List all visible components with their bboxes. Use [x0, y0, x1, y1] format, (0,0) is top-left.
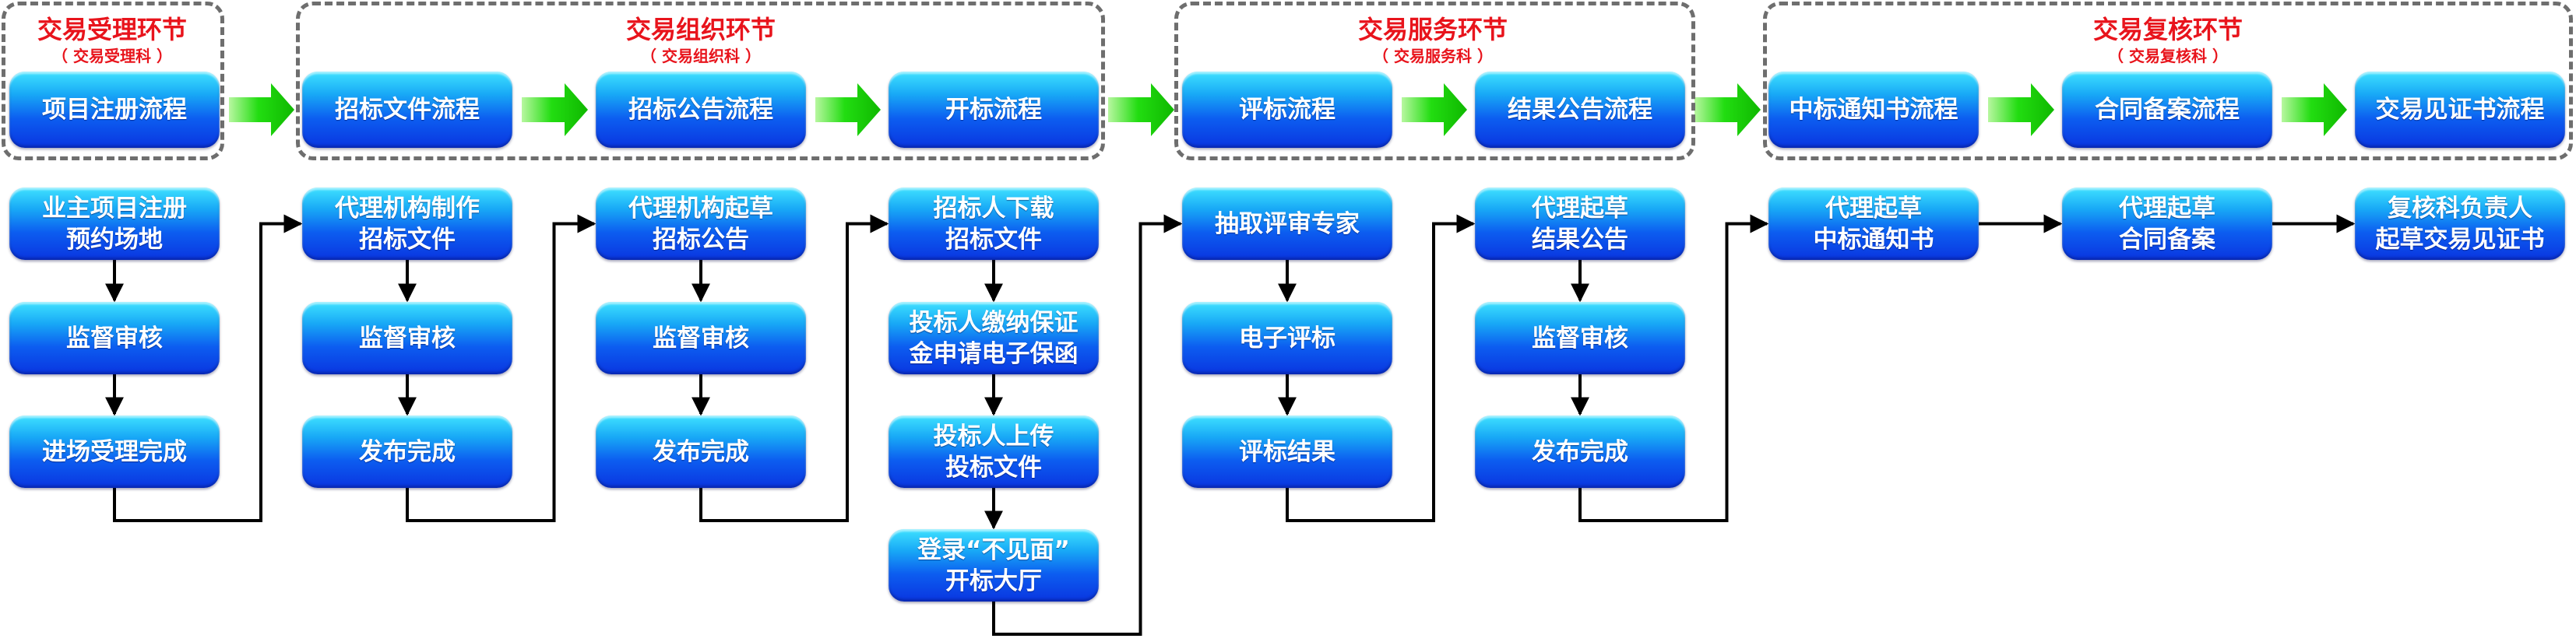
process-node: 业主项目注册 预约场地 [9, 188, 220, 260]
stage-node: 合同备案流程 [2062, 72, 2272, 148]
green-right-arrow-icon [1108, 83, 1174, 136]
stage-node: 招标公告流程 [596, 72, 806, 148]
section-g3 [1174, 2, 1695, 160]
stage-node: 交易见证书流程 [2355, 72, 2565, 148]
stage-node: 开标流程 [889, 72, 1099, 148]
process-node: 代理起草 合同备案 [2062, 188, 2272, 260]
stage-node: 结果公告流程 [1475, 72, 1685, 148]
elbow-arrow-icon [113, 214, 303, 522]
section-g1 [2, 2, 224, 160]
process-node: 评标结果 [1182, 416, 1392, 488]
process-node: 发布完成 [596, 416, 806, 488]
process-node: 代理机构起草 招标公告 [596, 188, 806, 260]
process-node: 抽取评审专家 [1182, 188, 1392, 260]
process-node: 代理起草 结果公告 [1475, 188, 1685, 260]
process-node: 代理机构制作 招标文件 [302, 188, 512, 260]
process-node: 发布完成 [1475, 416, 1685, 488]
process-node: 监督审核 [302, 302, 512, 374]
green-right-arrow-icon [522, 83, 588, 136]
process-node: 监督审核 [9, 302, 220, 374]
elbow-arrow-icon [406, 214, 596, 522]
section-g2 [296, 2, 1105, 160]
stage-node: 招标文件流程 [302, 72, 512, 148]
elbow-arrow-icon [699, 214, 889, 522]
elbow-arrow-icon [1578, 214, 1769, 522]
process-node: 发布完成 [302, 416, 512, 488]
section-g4 [1763, 2, 2573, 160]
green-right-arrow-icon [229, 83, 294, 136]
green-right-arrow-icon [2282, 83, 2347, 136]
section-subtitle: （ 交易服务科 ） [1373, 47, 1493, 65]
elbow-arrow-icon [1286, 214, 1476, 522]
process-node: 登录“不见面” 开标大厅 [889, 529, 1099, 602]
section-title: 交易受理环节 [37, 15, 187, 44]
section-subtitle: （ 交易受理科 ） [52, 47, 172, 65]
stage-node: 中标通知书流程 [1768, 72, 1979, 148]
section-title: 交易复核环节 [2092, 15, 2243, 44]
stage-node: 评标流程 [1182, 72, 1392, 148]
process-node: 监督审核 [596, 302, 806, 374]
green-right-arrow-icon [1694, 83, 1761, 136]
process-node: 监督审核 [1475, 302, 1685, 374]
section-title: 交易服务环节 [1357, 15, 1508, 44]
process-node: 代理起草 中标通知书 [1768, 188, 1979, 260]
process-node: 复核科负责人 起草交易见证书 [2355, 188, 2565, 260]
section-title: 交易组织环节 [625, 15, 776, 44]
process-node: 招标人下载 招标文件 [889, 188, 1099, 260]
process-node: 进场受理完成 [9, 416, 220, 488]
process-node: 投标人缴纳保证 金申请电子保函 [889, 302, 1099, 374]
green-right-arrow-icon [1988, 83, 2054, 136]
section-subtitle: （ 交易复核科 ） [2108, 47, 2228, 65]
process-node: 投标人上传 投标文件 [889, 416, 1099, 488]
stage-node: 项目注册流程 [9, 72, 220, 148]
green-right-arrow-icon [1402, 83, 1467, 136]
section-subtitle: （ 交易组织科 ） [641, 47, 761, 65]
green-right-arrow-icon [815, 83, 881, 136]
process-node: 电子评标 [1182, 302, 1392, 374]
elbow-arrow-icon [992, 214, 1183, 636]
